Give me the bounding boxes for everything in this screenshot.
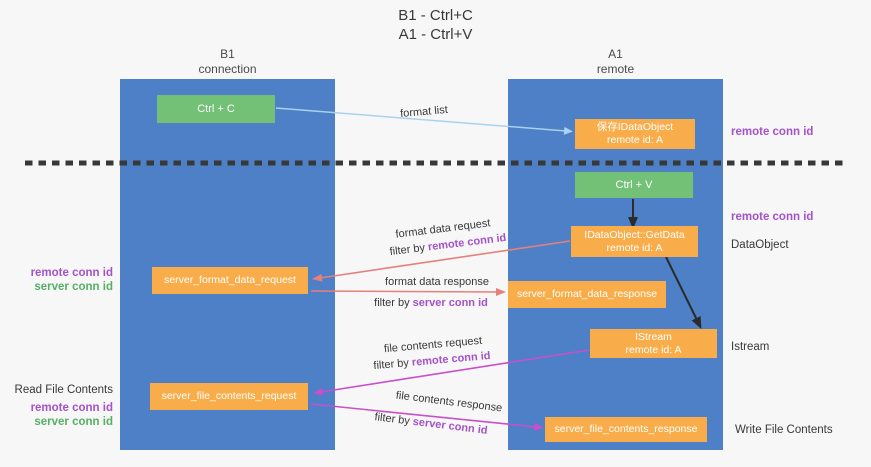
server-format-data-response-node: server_format_data_response <box>508 281 666 308</box>
lane-b1-role: connection <box>198 62 257 76</box>
lane-header-b1: B1 connection <box>120 47 335 77</box>
ctrl-v-label: Ctrl + V <box>615 178 653 191</box>
istream-line1: IStream <box>635 330 672 343</box>
right-remote-conn-id-mid: remote conn id <box>731 211 814 223</box>
save-dataobject-line2: remote id: A <box>606 134 664 146</box>
write-file-contents-annotation: Write File Contents <box>735 424 833 436</box>
read-file-contents-annotation: Read File Contents <box>14 384 113 396</box>
remote-conn-id-key: remote conn id <box>411 349 491 369</box>
server-format-data-request-label: server_format_data_request <box>164 274 296 286</box>
right-remote-conn-id-top: remote conn id <box>731 126 814 138</box>
file-contents-response-filter-label: filter by server conn id <box>374 411 488 437</box>
format-data-response-filter-label: filter by server conn id <box>374 297 488 309</box>
server-file-contents-response-node: server_file_contents_response <box>545 417 707 442</box>
format-data-response-label: format data response <box>385 276 489 288</box>
server-file-contents-request-node: server_file_contents_request <box>150 383 308 410</box>
format-data-response-arrow <box>310 287 506 296</box>
save-dataobject-node: 保存IDataObject remote id: A <box>575 119 695 149</box>
left-server-conn-id-2: server conn id <box>34 416 113 428</box>
format-list-label: format list <box>399 103 449 121</box>
getdata-node: IDataObject::GetData remote id: A <box>571 226 698 257</box>
server-format-data-response-label: server_format_data_response <box>516 288 658 300</box>
istream-node: IStream remote id: A <box>590 329 717 358</box>
left-remote-conn-id-1: remote conn id <box>30 267 113 279</box>
server-file-contents-request-label: server_file_contents_request <box>161 390 297 402</box>
lane-a1-role: remote <box>596 62 635 76</box>
server-file-contents-response-label: server_file_contents_response <box>554 423 698 435</box>
file-contents-response-label: file contents response <box>395 389 503 415</box>
left-server-conn-id-1: server conn id <box>34 281 113 293</box>
page-title-line2: A1 - Ctrl+V <box>398 26 473 43</box>
server-conn-id-key: server conn id <box>412 297 488 309</box>
filter-by-text: filter by <box>389 241 429 259</box>
filter-by-text: filter by <box>374 297 413 309</box>
ctrl-c-label: Ctrl + C <box>197 102 235 115</box>
istream-line2: remote id: A <box>625 343 682 356</box>
save-dataobject-line1: 保存IDataObject <box>596 121 674 133</box>
page-title-line1: B1 - Ctrl+C <box>398 7 473 24</box>
getdata-line1: IDataObject::GetData <box>584 228 685 241</box>
lane-b1-name: B1 <box>220 47 235 61</box>
lane-a1-name: A1 <box>608 47 623 61</box>
getdata-line2: remote id: A <box>606 241 663 254</box>
server-conn-id-key: server conn id <box>412 415 489 437</box>
ctrl-c-node: Ctrl + C <box>157 95 275 123</box>
dataobject-annotation: DataObject <box>731 239 789 251</box>
left-remote-conn-id-2: remote conn id <box>30 402 113 414</box>
ctrl-v-node: Ctrl + V <box>575 172 693 198</box>
filter-by-text: filter by <box>373 356 413 373</box>
lane-header-a1: A1 remote <box>508 47 723 77</box>
server-format-data-request-node: server_format_data_request <box>152 267 308 294</box>
filter-by-text: filter by <box>373 411 414 428</box>
istream-annotation: Istream <box>731 341 770 353</box>
